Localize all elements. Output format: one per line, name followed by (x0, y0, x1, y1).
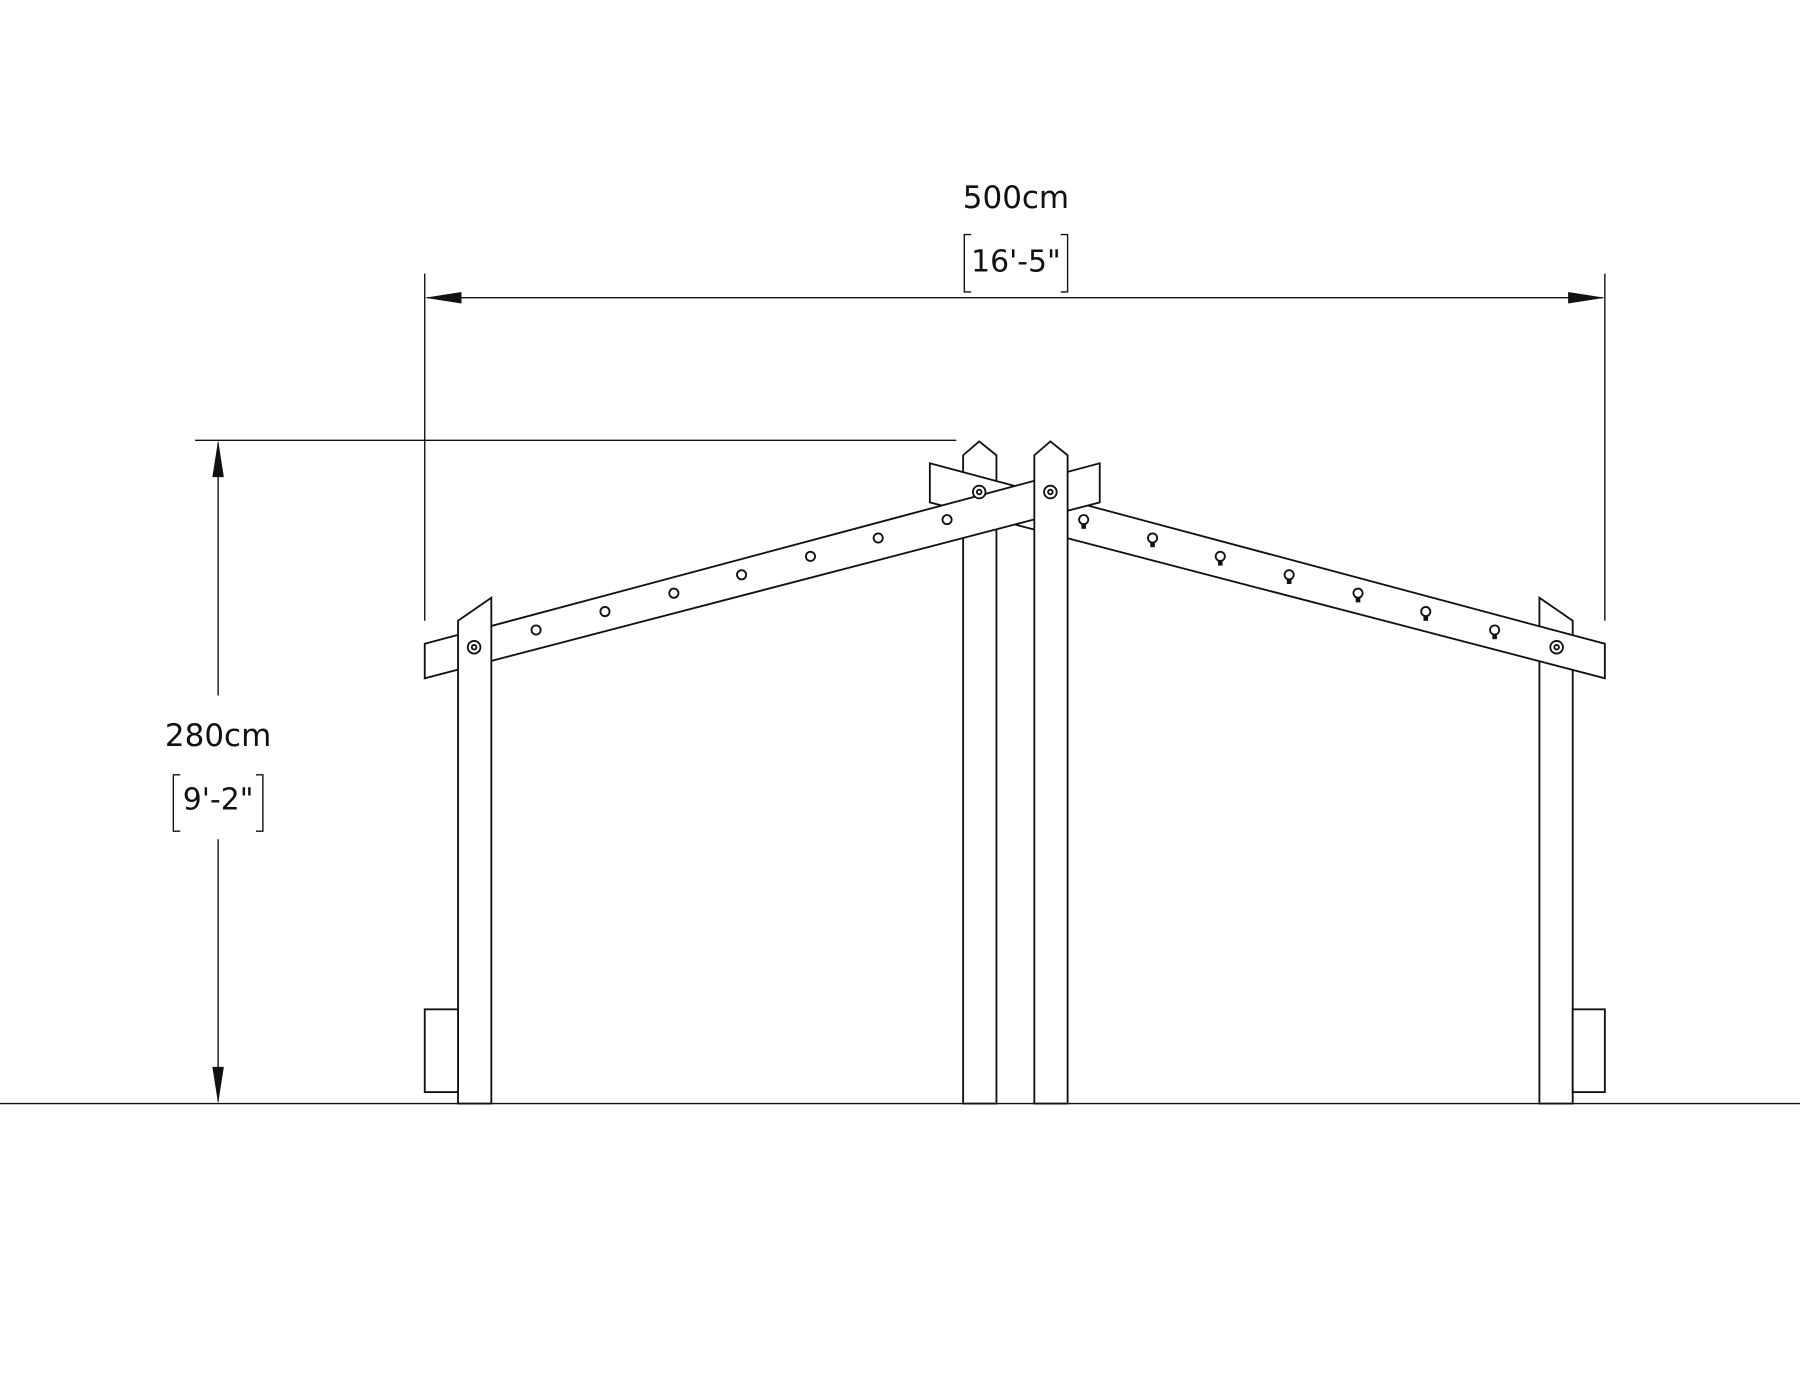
hole-icon (804, 550, 816, 562)
arrow-right-icon (1568, 291, 1605, 304)
hole-icon (530, 624, 542, 636)
bolt-icon (971, 484, 987, 500)
arrow-left-icon (424, 291, 462, 304)
light-bulb-icon (1147, 532, 1159, 548)
bolt-icon (1549, 639, 1564, 655)
light-bulb-icon (1489, 624, 1501, 640)
left-post (457, 596, 493, 1105)
width-metric-label: 500cm (963, 180, 1069, 216)
hole-icon (872, 532, 884, 544)
width-dimension (424, 233, 1606, 621)
hole-icon (736, 569, 748, 581)
light-bulbs (1078, 514, 1501, 640)
arrow-down-icon (212, 1066, 224, 1104)
beam-holes (530, 514, 953, 636)
height-metric-label: 280cm (165, 718, 271, 754)
bolts (466, 484, 1564, 655)
light-bulb-icon (1214, 550, 1226, 566)
hole-icon (599, 606, 611, 618)
bolt-icon (466, 639, 482, 655)
height-imperial-label: 9'-2" (183, 782, 254, 817)
right-rafter-beam (928, 462, 1606, 680)
left-rafter-beam (423, 462, 1101, 680)
width-imperial-label: 16'-5" (971, 244, 1061, 279)
height-dimension (172, 439, 957, 1104)
right-foot-block (1571, 1008, 1606, 1094)
light-bulb-icon (1078, 514, 1090, 529)
arrow-up-icon (212, 440, 224, 478)
left-foot-block (423, 1008, 459, 1094)
light-bulb-icon (1352, 587, 1364, 603)
center-right-post (1033, 440, 1069, 1105)
hole-icon (668, 587, 680, 599)
center-left-post (962, 440, 998, 1105)
hole-icon (941, 514, 953, 526)
light-bulb-icon (1283, 569, 1295, 584)
bolt-icon (1043, 484, 1058, 500)
right-post (1538, 596, 1574, 1105)
light-bulb-icon (1420, 606, 1432, 621)
